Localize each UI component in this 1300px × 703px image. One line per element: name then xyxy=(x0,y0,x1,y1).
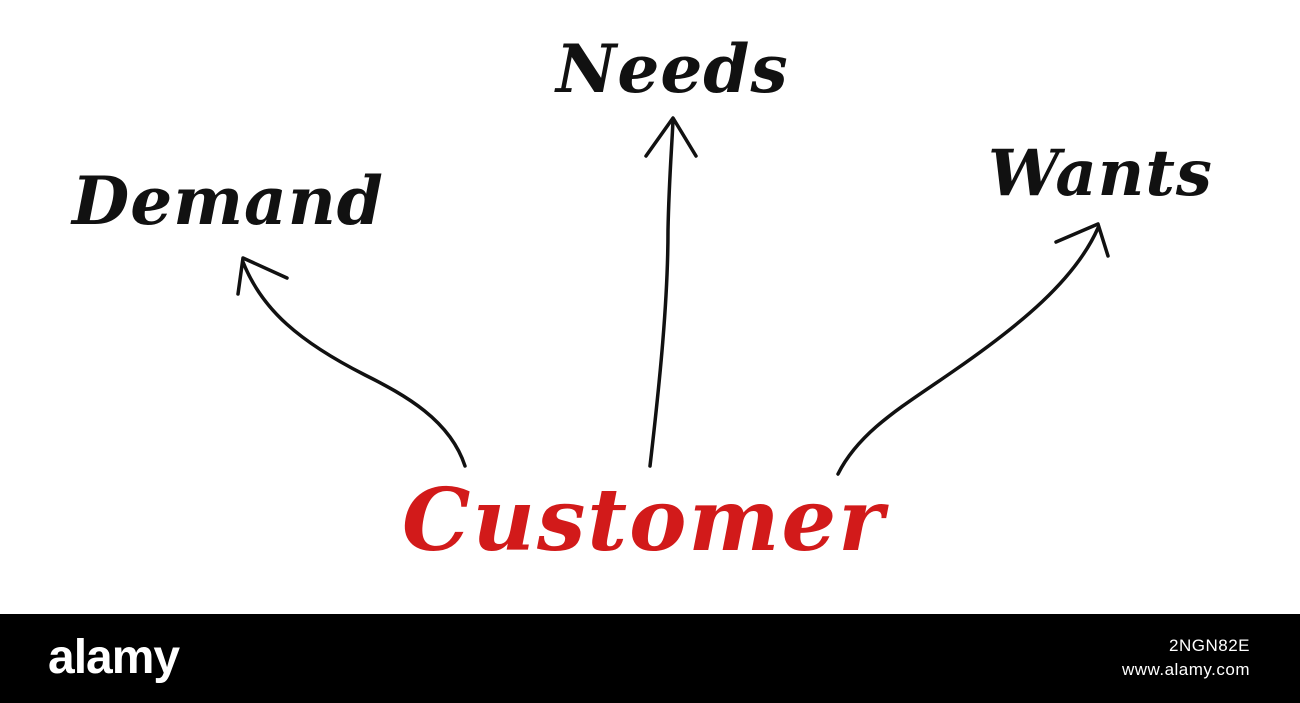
label-customer: Customer xyxy=(402,470,886,571)
arrow-to-demand-shaft xyxy=(241,260,467,468)
label-needs: Needs xyxy=(556,30,789,108)
arrow-to-needs-shaft xyxy=(648,118,675,468)
image-id: 2NGN82E xyxy=(1169,636,1250,655)
arrow-to-wants xyxy=(836,222,1110,476)
alamy-logo: alamy xyxy=(48,631,180,684)
arrow-to-needs-head xyxy=(644,116,698,158)
label-wants: Wants xyxy=(988,136,1213,211)
arrow-to-demand-head xyxy=(236,256,289,296)
arrow-to-wants-shaft xyxy=(836,226,1100,476)
footer-url: www.alamy.com xyxy=(1121,660,1250,679)
arrow-to-demand xyxy=(236,256,467,468)
label-demand: Demand xyxy=(72,162,384,240)
arrows-layer xyxy=(236,116,1110,476)
arrow-to-wants-head xyxy=(1054,222,1110,258)
arrow-to-needs xyxy=(644,116,698,468)
diagram: Needs Demand Wants Customer xyxy=(72,30,1213,571)
watermark-footer: alamy 2NGN82E www.alamy.com xyxy=(0,614,1300,703)
